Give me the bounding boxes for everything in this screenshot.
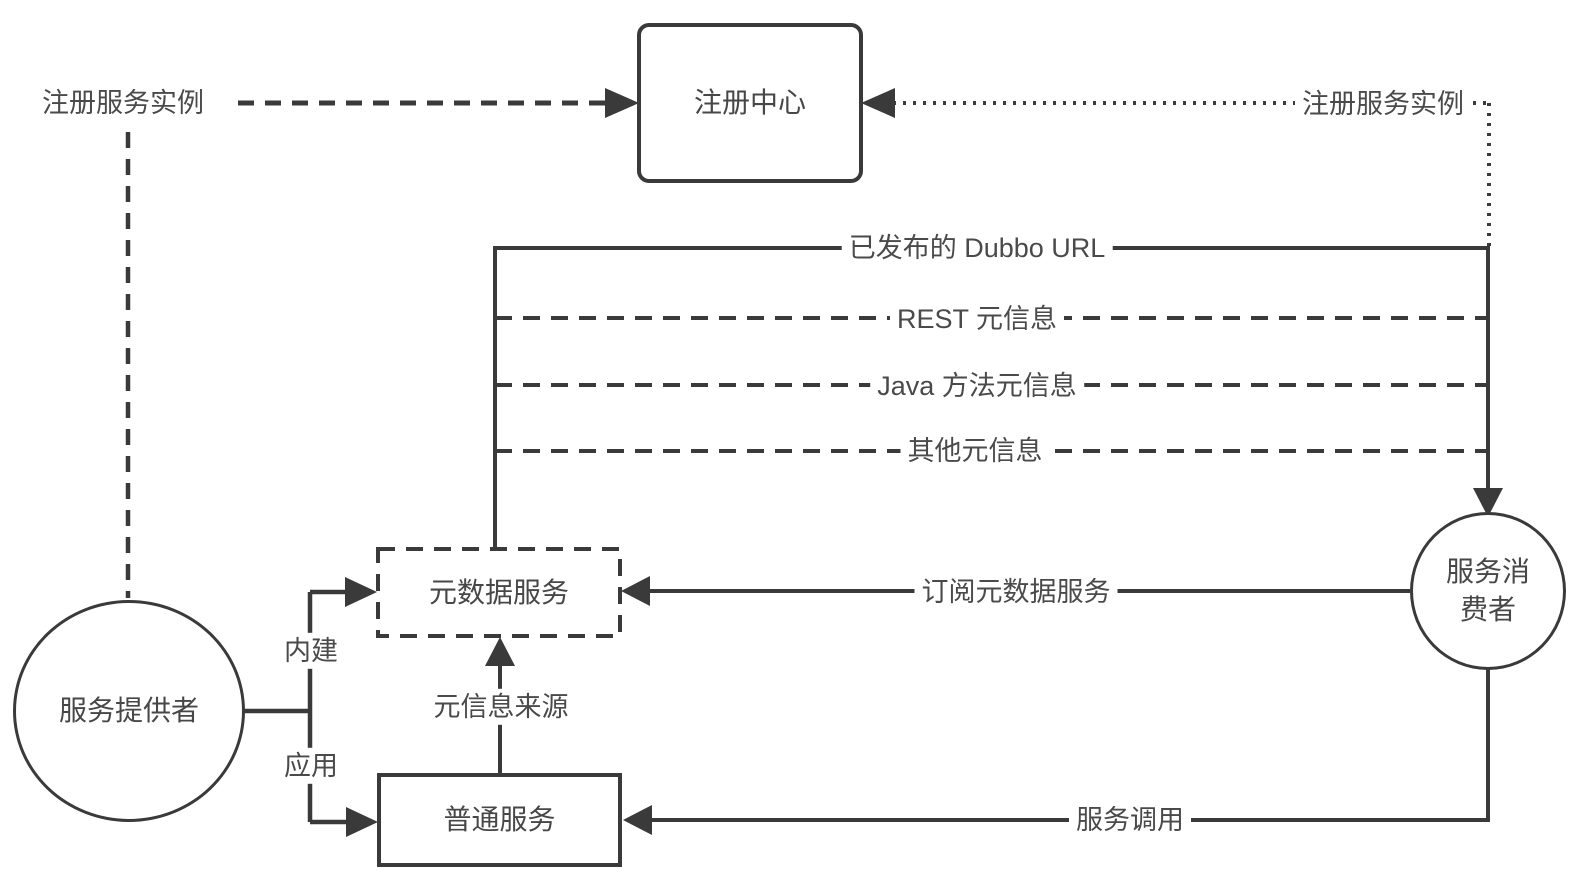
service-consumer-label: 服务消费者 [1445, 556, 1530, 625]
arrowhead-into-normal-right [623, 805, 652, 835]
arrowhead-into-consumer-top [1473, 488, 1503, 517]
arrowhead-into-metadata-left [345, 577, 377, 607]
registry-node: 注册中心 [637, 23, 863, 183]
java-method-metadata-label: Java 方法元信息 [870, 367, 1084, 405]
normal-service-node: 普通服务 [377, 773, 622, 867]
service-provider-node: 服务提供者 [13, 600, 245, 822]
metadata-service-box-border [376, 547, 622, 638]
arrowhead-into-registry-right [861, 88, 895, 118]
arrowhead-into-metadata-right [621, 576, 650, 606]
arrowhead-into-registry-left [605, 88, 639, 118]
rest-metadata-label: REST 元信息 [889, 300, 1065, 338]
builtin-label: 内建 [277, 632, 345, 670]
consumer-register-label: 注册服务实例 [1295, 85, 1471, 123]
service-provider-label: 服务提供者 [58, 695, 199, 727]
arrowhead-into-metadata-bottom [485, 637, 515, 666]
service-consumer-node: 服务消费者 [1410, 512, 1566, 670]
metadata-service-node: 元数据服务 [376, 547, 622, 638]
arrowhead-into-normal-left [346, 807, 378, 837]
edge-service-invocation [650, 669, 1490, 822]
subscribe-metadata-label: 订阅元数据服务 [914, 573, 1118, 611]
service-invocation-label: 服务调用 [1069, 801, 1191, 839]
published-dubbo-url-label: 已发布的 Dubbo URL [841, 229, 1113, 267]
other-metadata-label: 其他元信息 [900, 432, 1050, 470]
registry-label: 注册中心 [693, 87, 806, 119]
normal-service-label: 普通服务 [443, 804, 556, 836]
application-label: 应用 [277, 747, 345, 785]
metadata-source-label: 元信息来源 [426, 688, 576, 726]
provider-register-label: 注册服务实例 [42, 84, 208, 122]
metadata-service-label: 元数据服务 [428, 576, 569, 608]
